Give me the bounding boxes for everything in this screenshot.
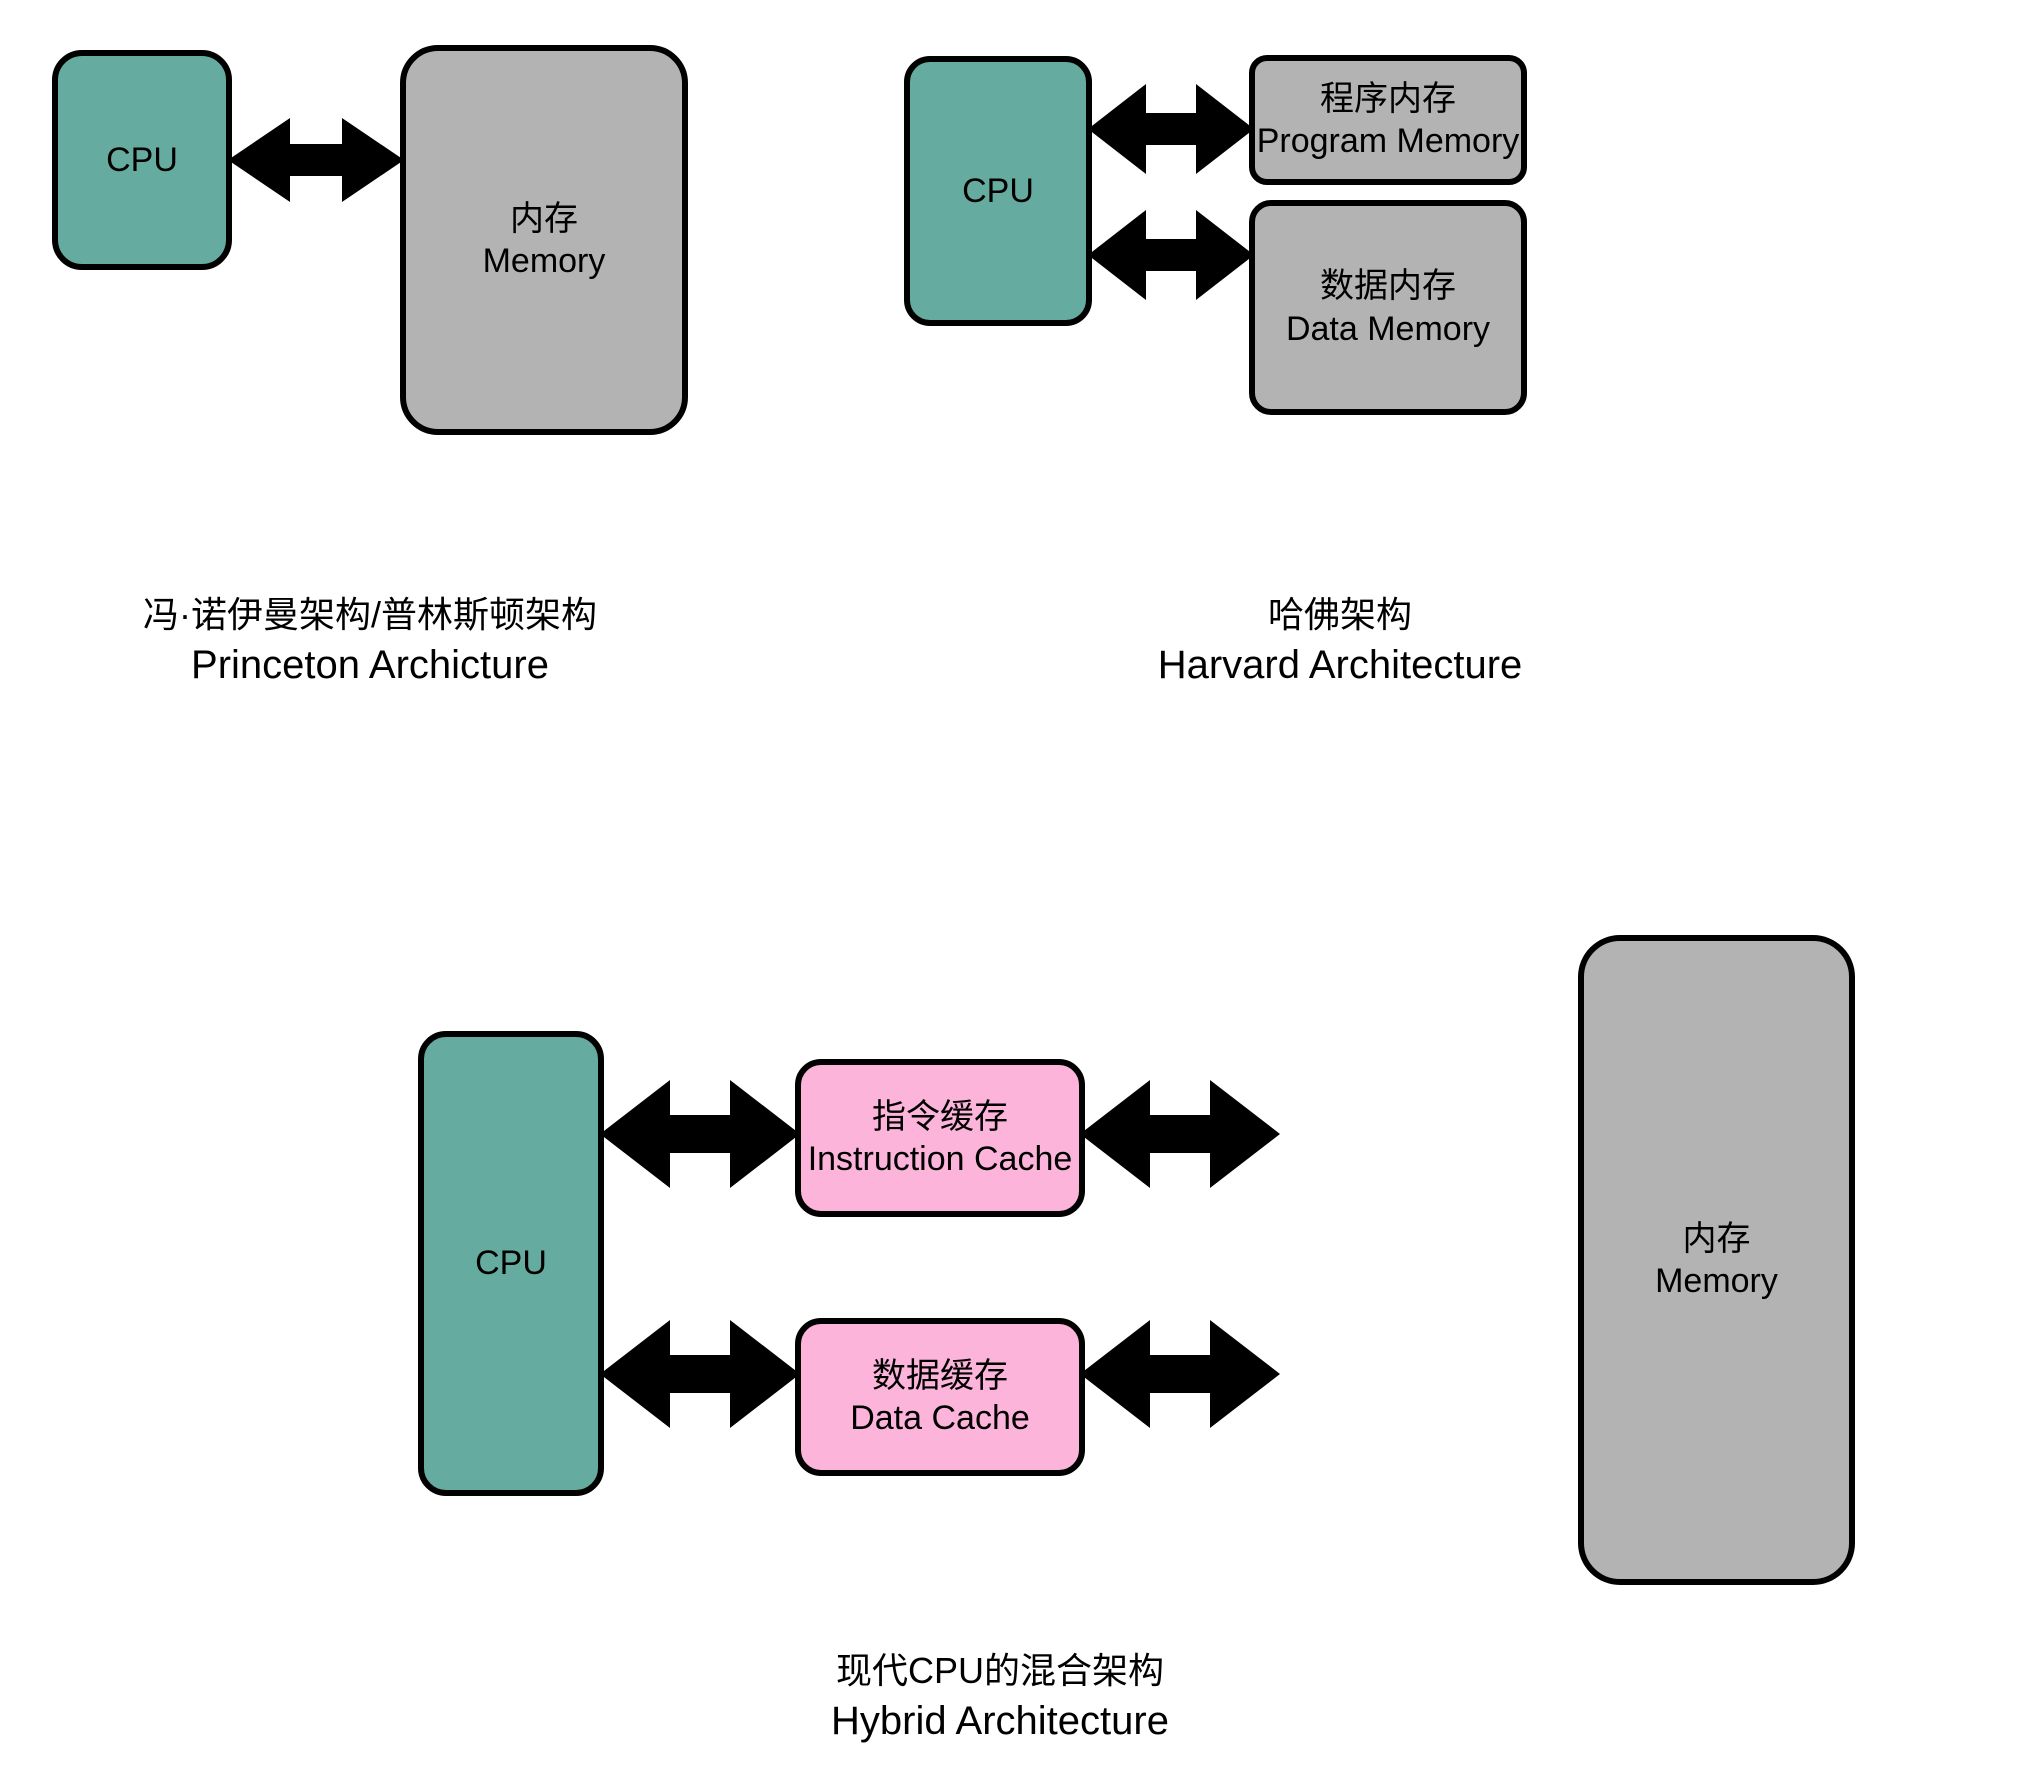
harvard-cpu-label: CPU [962, 171, 1034, 210]
harvard-cpu-data-memory-arrow [1088, 210, 1254, 300]
hybrid-cpu-instruction-cache-arrow [600, 1080, 800, 1188]
hybrid-caption: 现代CPU的混合架构 Hybrid Architecture [831, 1650, 1169, 1743]
hybrid-instruction-cache-box[interactable]: 指令缓存 Instruction Cache [795, 1059, 1085, 1217]
hybrid-memory-label: 内存 Memory [1655, 1219, 1778, 1301]
harvard-data-memory-box[interactable]: 数据内存 Data Memory [1249, 200, 1527, 415]
hybrid-memory-box[interactable]: 内存 Memory [1578, 935, 1855, 1585]
princeton-memory-label: 内存 Memory [482, 199, 606, 281]
hybrid-cpu-data-cache-arrow [600, 1320, 800, 1428]
harvard-program-memory-box[interactable]: 程序内存 Program Memory [1249, 55, 1527, 185]
hybrid-data-cache-memory-arrow [1080, 1320, 1280, 1428]
princeton-memory-box[interactable]: 内存 Memory [400, 45, 688, 435]
hybrid-instruction-cache-memory-arrow [1080, 1080, 1280, 1188]
princeton-cpu-label: CPU [106, 140, 178, 179]
hybrid-cpu-box[interactable]: CPU [418, 1031, 604, 1496]
harvard-cpu-box[interactable]: CPU [904, 56, 1092, 326]
harvard-program-memory-label: 程序内存 Program Memory [1256, 79, 1520, 161]
princeton-cpu-memory-arrow [228, 118, 404, 202]
harvard-data-memory-label: 数据内存 Data Memory [1285, 267, 1491, 348]
princeton-caption: 冯·诺伊曼架构/普林斯顿架构 Princeton Archicture [143, 594, 597, 687]
hybrid-data-cache-box[interactable]: 数据缓存 Data Cache [795, 1318, 1085, 1476]
hybrid-cpu-label: CPU [475, 1244, 547, 1283]
harvard-cpu-program-memory-arrow [1088, 84, 1254, 174]
harvard-caption: 哈佛架构 Harvard Architecture [1157, 594, 1523, 687]
hybrid-instruction-cache-label: 指令缓存 Instruction Cache [807, 1097, 1073, 1179]
princeton-cpu-box[interactable]: CPU [52, 50, 232, 270]
hybrid-data-cache-label: 数据缓存 Data Cache [850, 1356, 1030, 1438]
